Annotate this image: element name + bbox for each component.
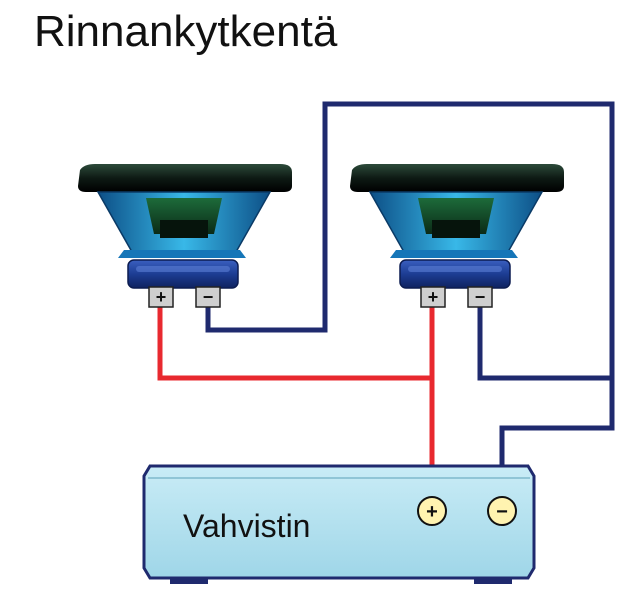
speaker-right: + − xyxy=(350,164,564,308)
speaker-right-plus-label: + xyxy=(428,287,439,307)
amplifier-body xyxy=(142,464,536,580)
amplifier-minus-label: − xyxy=(496,501,508,523)
speaker-right-minus-terminal[interactable]: − xyxy=(467,286,493,308)
amplifier-label: Vahvistin xyxy=(183,508,310,544)
speaker-left-rim xyxy=(78,164,292,192)
speaker-left-minus-label: − xyxy=(203,287,214,307)
speaker-right-rim xyxy=(350,164,564,192)
speaker-left-minus-terminal[interactable]: − xyxy=(195,286,221,308)
speaker-left-plus-terminal[interactable]: + xyxy=(148,286,174,308)
left-plus-wire xyxy=(157,307,432,381)
speaker-right-plus-terminal[interactable]: + xyxy=(420,286,446,308)
right-minus-wire xyxy=(477,307,612,381)
speaker-left-plus-label: + xyxy=(156,287,167,307)
speaker-right-minus-label: − xyxy=(475,287,486,307)
negative-wires xyxy=(205,101,615,488)
amplifier-plus-label: + xyxy=(426,501,438,523)
speaker-left: + − xyxy=(78,164,292,308)
amplifier: Vahvistin + − xyxy=(142,464,536,584)
amplifier-plus-terminal[interactable]: + xyxy=(417,496,447,526)
page-title: Rinnankytkentä xyxy=(34,7,338,56)
left-minus-wire xyxy=(205,101,615,488)
speaker-left-magnet xyxy=(127,259,239,289)
amplifier-minus-terminal[interactable]: − xyxy=(487,496,517,526)
speaker-right-magnet xyxy=(399,259,511,289)
